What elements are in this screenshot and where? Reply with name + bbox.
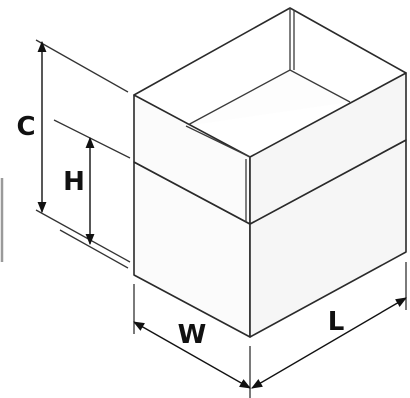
dim-l-line <box>251 297 407 389</box>
ext-h-top <box>53 119 131 159</box>
ext-c-bottom <box>35 209 131 263</box>
label-l: L <box>328 307 345 337</box>
dimension-lines <box>37 40 407 389</box>
box-lid <box>133 7 407 225</box>
label-w: W <box>178 320 207 350</box>
ext-h-bottom <box>59 229 129 269</box>
label-h: H <box>63 167 85 197</box>
lid-front-panel <box>249 72 407 225</box>
lid-inner-floor <box>185 125 251 158</box>
label-c: C <box>16 112 35 142</box>
dim-w-line <box>133 321 251 389</box>
ext-c-top <box>35 39 129 93</box>
